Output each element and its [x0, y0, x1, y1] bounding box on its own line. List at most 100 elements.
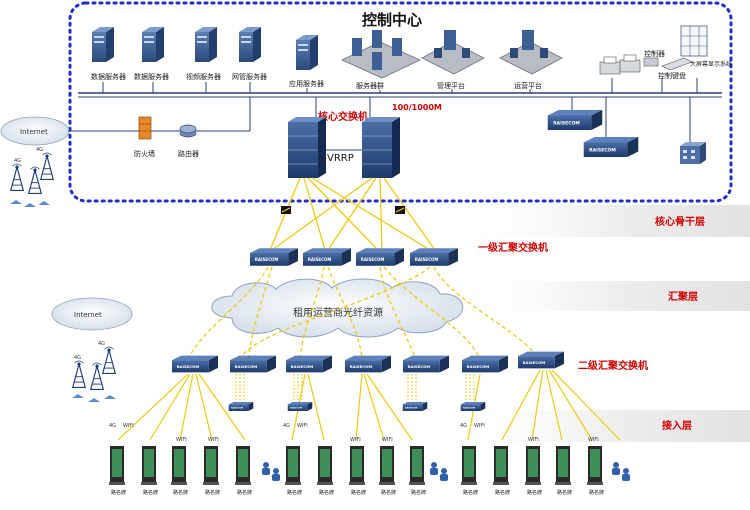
server-labels: 数据服务器 数据服务器 视频服务器 网管服务器 应用服务器 服务器群 管理平台 … [91, 49, 732, 90]
kiosk-label: 路名牌 [589, 489, 604, 496]
radio-wifi-label: WIFI [528, 437, 539, 443]
radio-wifi-label: WIFI [176, 437, 187, 443]
operation-platform-icon [499, 30, 563, 75]
kiosk-label: 路名牌 [411, 489, 426, 496]
kiosk-totem: 路名牌 [525, 446, 542, 496]
level2-switch-label: 二级汇聚交换机 [578, 359, 648, 372]
radio-wifi-label: WIFI [474, 423, 485, 429]
kiosk-label: 路名牌 [381, 489, 396, 496]
keyboard-icon [661, 57, 693, 71]
cloud-label: 租用运营商光纤资源 [293, 306, 383, 319]
tower-4g-label: 4G [98, 341, 105, 347]
printer-icon [599, 56, 621, 75]
server-label: 网管服务器 [232, 72, 267, 81]
server-drops [102, 78, 698, 150]
radio-4g-label: 4G [283, 423, 290, 429]
server-label: 运营平台 [514, 81, 542, 90]
building-icon [680, 142, 706, 164]
kiosk-totem: 路名牌 [317, 446, 334, 496]
controller-icon [643, 57, 659, 67]
internet-label: Internet [20, 128, 48, 136]
tower-4g-label: 4G [36, 147, 43, 153]
kiosk-label: 路名牌 [173, 489, 188, 496]
kiosk-totem: 路名牌 [493, 446, 510, 496]
kiosk-totem: 路名牌 [587, 446, 604, 496]
user-icons [262, 462, 630, 481]
kiosk-label: 路名牌 [319, 489, 334, 496]
controller-label: 控制器 [644, 49, 665, 58]
app-server-icon [296, 35, 318, 70]
internet-cloud-bottom: Internet [51, 297, 133, 331]
kiosk-totem: 路名牌 [461, 446, 478, 496]
radio-wifi-label: WIFI [208, 437, 219, 443]
server-label: 应用服务器 [289, 79, 324, 88]
kiosk-totem: 路名牌 [555, 446, 572, 496]
kiosk-totem: 路名牌 [235, 446, 252, 496]
core-layer-label: 核心骨干层 [655, 215, 705, 228]
kiosk-totem: 路名牌 [141, 446, 158, 496]
core-switch-label: 核心交换机 [318, 110, 368, 123]
radio-wifi-label: WIFI [123, 423, 134, 429]
radio-4g-label: 4G [460, 423, 467, 429]
radio-wifi-label: WIFI [350, 437, 361, 443]
kiosk-label: 路名牌 [287, 489, 302, 496]
kiosk-totem: 路名牌 [203, 446, 220, 496]
kiosk-totem: 路名牌 [379, 446, 396, 496]
keyboard-label: 控制键盘 [658, 71, 686, 80]
cell-towers-bottom: 4G 4G [72, 341, 116, 402]
vrrp-label: VRRP [327, 153, 354, 164]
user-icon [262, 462, 270, 475]
kiosk-label: 路名牌 [557, 489, 572, 496]
data-server-icon [92, 27, 114, 62]
firewall-icon [138, 116, 152, 140]
bigscreen-label: 大屏幕显示系统 [690, 60, 732, 68]
core-switch-icon [288, 117, 326, 178]
kiosk-totem: 路名牌 [349, 446, 366, 496]
user-icon [622, 468, 630, 481]
server-label: 服务器群 [356, 81, 384, 90]
operator-fiber-cloud: 租用运营商光纤资源 [211, 278, 464, 338]
cell-towers-top: 4G 4G [10, 147, 54, 207]
server-label: 数据服务器 [134, 72, 169, 81]
video-server-icon [195, 27, 217, 62]
router-icon [179, 124, 197, 138]
layer-bands [450, 205, 750, 442]
server-label: 管理平台 [437, 81, 465, 90]
kiosk-label: 路名牌 [237, 489, 252, 496]
cloud-links [187, 266, 541, 361]
kiosk-label: 路名牌 [205, 489, 220, 496]
server-bus [78, 92, 722, 98]
level1-switches [250, 248, 458, 266]
internet-cloud-top: Internet [0, 116, 70, 146]
user-icon [430, 462, 438, 475]
bus-speed-label: 100/1000M [392, 103, 442, 112]
data-server-icon [142, 27, 164, 62]
server-cluster-icon [341, 30, 421, 79]
radio-4g-label: 4G [109, 423, 116, 429]
management-platform-icon [421, 30, 485, 75]
internet-label: Internet [74, 311, 102, 319]
server-label: 数据服务器 [91, 72, 126, 81]
uplink-markers [281, 206, 405, 214]
kiosk-totem: 路名牌 [285, 446, 302, 496]
radio-wifi-label: WIFI [588, 437, 599, 443]
printer-icon [619, 54, 641, 73]
kiosk-row: 路名牌路名牌路名牌路名牌路名牌路名牌路名牌路名牌路名牌路名牌路名牌路名牌路名牌路… [109, 446, 604, 496]
user-icon [272, 468, 280, 481]
kiosk-radio-labels: 4G WIFI 4G WIFI 4G WIFI WIFI WIFI WIFI WIFI W… [109, 423, 599, 443]
kiosk-totem: 路名牌 [409, 446, 426, 496]
radio-wifi-label: WIFI [297, 423, 308, 429]
core-switches [288, 117, 400, 178]
user-icon [440, 468, 448, 481]
kiosk-label: 路名牌 [143, 489, 158, 496]
cc-side-switches [547, 110, 706, 164]
kiosk-label: 路名牌 [495, 489, 510, 496]
access-layer-label: 接入层 [662, 419, 692, 432]
nms-server-icon [239, 27, 261, 62]
firewall-label: 防火墙 [134, 149, 155, 158]
platform-clusters [341, 30, 563, 79]
kiosk-totem: 路名牌 [171, 446, 188, 496]
control-center-title: 控制中心 [362, 11, 422, 29]
kiosk-label: 路名牌 [463, 489, 478, 496]
